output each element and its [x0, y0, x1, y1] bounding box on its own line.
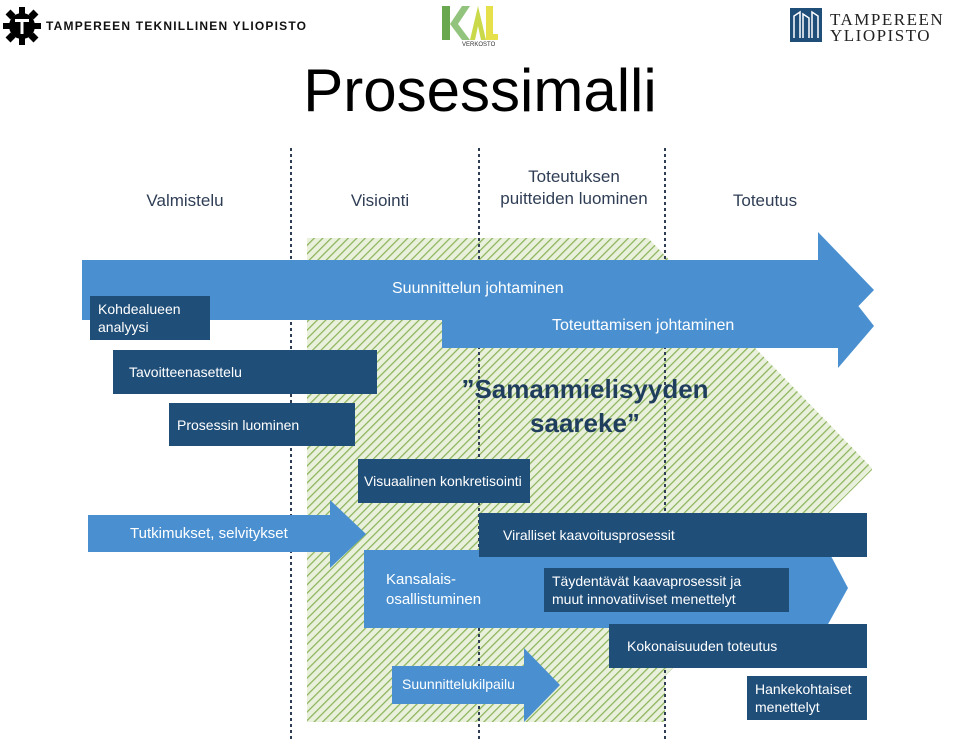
- suunnittelu-label: Suunnittelun johtaminen: [392, 280, 564, 297]
- box-kokonaisuus-label: Kokonaisuuden toteutus: [627, 638, 778, 654]
- box-viralliset-label: Viralliset kaavoitusprosessit: [503, 527, 675, 543]
- uta-logo-line2: YLIOPISTO: [830, 26, 932, 45]
- box-tavoitteenasettelu: Tavoitteenasettelu: [113, 350, 377, 394]
- box-taydentavat: Täydentävät kaavaprosessit ja muut innov…: [544, 568, 789, 612]
- box-prosessin-luominen-label: Prosessin luominen: [177, 416, 300, 433]
- center-logo-text: VERKOSTO: [462, 42, 496, 48]
- box-visuaalinen-label: Visuaalinen konkretisointi: [364, 473, 522, 489]
- kansalais-label-line2: osallistuminen: [386, 591, 482, 608]
- island-label: ”Samanmielisyyden saareke”: [440, 372, 730, 440]
- kansalais-label-line1: Kansalais-: [386, 571, 457, 588]
- kal-logo-icon: [442, 6, 498, 40]
- uta-logo-line1: TAMPEREEN: [830, 10, 945, 29]
- box-hankekohtaiset: Hankekohtaiset menettelyt: [747, 676, 867, 720]
- toteuttaminen-label: Toteuttamisen johtaminen: [552, 317, 735, 334]
- tutkimukset-arrow: [88, 500, 366, 568]
- box-kohdealue-line2: analyysi: [98, 319, 149, 335]
- island-label-line1: ”Samanmielisyyden: [461, 374, 709, 404]
- box-taydentavat-line2: muut innovatiiviset menettelyt: [552, 591, 736, 607]
- box-hankekohtaiset-line1: Hankekohtaiset: [755, 681, 852, 697]
- uta-emblem-icon: [790, 8, 822, 42]
- phase-valmistelu: Valmistelu: [146, 191, 224, 210]
- island-label-line2: saareke”: [530, 408, 640, 438]
- box-taydentavat-line1: Täydentävät kaavaprosessit ja: [552, 573, 742, 589]
- tutkimukset-label: Tutkimukset, selvitykset: [130, 525, 288, 542]
- box-tavoitteenasettelu-label: Tavoitteenasettelu: [129, 364, 242, 380]
- kilpailu-arrow: [392, 648, 560, 722]
- kilpailu-label: Suunnittelukilpailu: [402, 676, 515, 692]
- box-kohdealue: Kohdealueen analyysi: [90, 296, 210, 340]
- uta-logo: TAMPEREEN YLIOPISTO: [790, 6, 960, 46]
- phase-visiointi: Visiointi: [350, 191, 410, 210]
- gear-icon: [3, 7, 41, 45]
- box-prosessin-luominen: Prosessin luominen: [169, 403, 355, 446]
- box-kohdealue-line1: Kohdealueen: [98, 301, 181, 317]
- phase-toteutus: Toteutus: [732, 191, 798, 210]
- box-viralliset: Viralliset kaavoitusprosessit: [479, 513, 867, 557]
- kansalais-label: Kansalais- osallistuminen: [386, 570, 481, 610]
- box-visuaalinen: Visuaalinen konkretisointi: [358, 459, 530, 503]
- tut-logo-text: TAMPEREEN TEKNILLINEN YLIOPISTO: [46, 19, 308, 33]
- box-hankekohtaiset-line2: menettelyt: [755, 699, 820, 715]
- tut-logo: TAMPEREEN TEKNILLINEN YLIOPISTO: [2, 6, 306, 46]
- center-logo: VERKOSTO: [440, 4, 498, 50]
- phase-toteutuksen-puitteet: Toteutuksen puitteiden luominen: [500, 167, 648, 208]
- toteuttaminen-arrow: [442, 280, 874, 368]
- box-kokonaisuus: Kokonaisuuden toteutus: [609, 624, 867, 668]
- page-title: Prosessimalli: [303, 57, 657, 124]
